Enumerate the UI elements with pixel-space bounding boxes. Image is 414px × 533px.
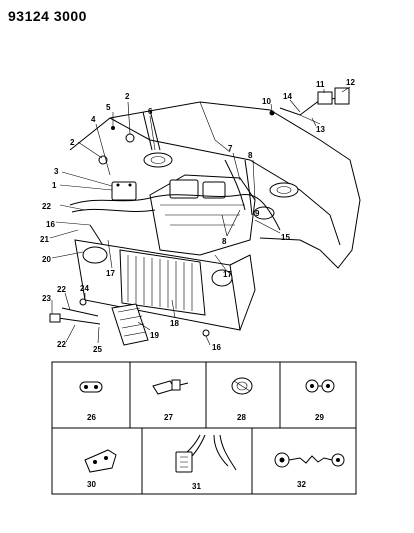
- callout-17: 17: [223, 270, 232, 279]
- detail-label-31: 31: [192, 482, 201, 491]
- callout-9: 9: [255, 209, 260, 218]
- callout-3: 3: [54, 167, 59, 176]
- callout-22: 22: [57, 340, 66, 349]
- callout-12: 12: [346, 78, 355, 87]
- callout-numbers: 1 2 2 3 4 5 6 7 8 8 9 10 11 12 13 14 15 …: [40, 78, 355, 354]
- callout-8: 8: [222, 237, 227, 246]
- bracket-clip-icon: [84, 449, 117, 473]
- callout-13: 13: [316, 125, 325, 134]
- callout-1: 1: [52, 181, 57, 190]
- callout-22: 22: [42, 202, 51, 211]
- callout-14: 14: [283, 92, 292, 101]
- detail-label-28: 28: [237, 413, 246, 422]
- ground-strap-icon: [274, 452, 345, 468]
- callout-8: 8: [248, 151, 253, 160]
- callout-17: 17: [106, 269, 115, 278]
- callout-16: 16: [46, 220, 55, 229]
- callout-20: 20: [42, 255, 51, 264]
- callout-22: 22: [57, 285, 66, 294]
- callout-19: 19: [150, 331, 159, 340]
- callout-16: 16: [212, 343, 221, 352]
- callout-2: 2: [70, 138, 75, 147]
- multi-pin-connector-icon: [175, 434, 237, 473]
- callout-5: 5: [106, 103, 111, 112]
- callout-18: 18: [170, 319, 179, 328]
- detail-panel-grid: 26 27 28 29 30: [51, 361, 357, 495]
- callout-10: 10: [262, 97, 271, 106]
- callout-24: 24: [80, 284, 89, 293]
- callout-21: 21: [40, 235, 49, 244]
- document-id: 93124 3000: [8, 8, 87, 24]
- round-grommet-icon: [231, 377, 253, 395]
- ring-terminal-pair-icon: [305, 379, 335, 393]
- callout-25: 25: [93, 345, 102, 354]
- callout-7: 7: [228, 144, 233, 153]
- callout-4: 4: [91, 115, 96, 124]
- callout-2: 2: [125, 92, 130, 101]
- detail-label-32: 32: [297, 480, 306, 489]
- detail-label-30: 30: [87, 480, 96, 489]
- sensor-connector-icon: [152, 379, 189, 395]
- detail-label-29: 29: [315, 413, 324, 422]
- detail-label-26: 26: [87, 413, 96, 422]
- callout-11: 11: [316, 80, 325, 89]
- engine-compartment-illustration: [49, 87, 361, 346]
- grommet-plate-icon: [79, 381, 103, 393]
- callout-15: 15: [281, 233, 290, 242]
- callout-23: 23: [42, 294, 51, 303]
- detail-label-27: 27: [164, 413, 173, 422]
- callout-leaders: [49, 86, 351, 346]
- callout-6: 6: [148, 107, 153, 116]
